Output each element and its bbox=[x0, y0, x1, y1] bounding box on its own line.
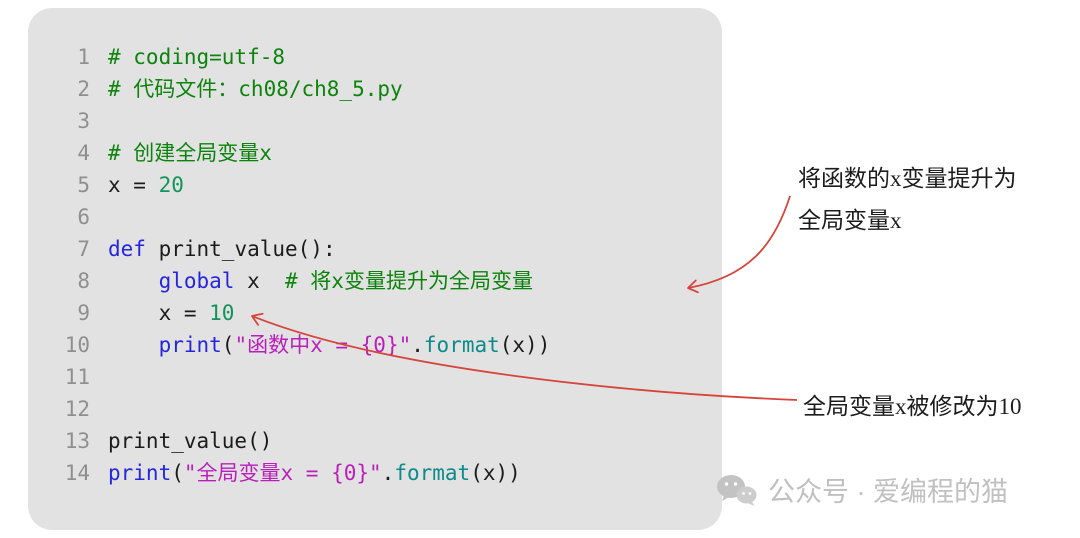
code-token-number: 20 bbox=[158, 173, 184, 197]
code-line: 1 # coding=utf-8 bbox=[46, 41, 712, 73]
wechat-icon bbox=[717, 474, 757, 506]
line-number: 3 bbox=[77, 109, 90, 133]
code-line: 9 x = 10 bbox=[46, 297, 712, 329]
code-token-method: format bbox=[394, 461, 471, 485]
code-line: 8 global x # 将x变量提升为全局变量 bbox=[46, 265, 712, 297]
code-token-plain: . bbox=[381, 461, 395, 485]
line-number: 1 bbox=[77, 45, 90, 69]
code-line: 3 bbox=[46, 105, 712, 137]
watermark: 公众号 · 爱编程的猫 bbox=[716, 470, 1008, 509]
watermark-label: 公众号 · 爱编程的猫 bbox=[768, 477, 1008, 507]
annotation-bottom: 全局变量x被修改为10 bbox=[803, 394, 1022, 419]
code-text: # 代码文件：ch08/ch8_5.py bbox=[108, 73, 403, 105]
code-text: print_value() bbox=[108, 425, 272, 457]
line-number: 14 bbox=[64, 461, 90, 485]
code-line: 2 # 代码文件：ch08/ch8_5.py bbox=[46, 73, 712, 105]
code-token-string: "全局变量x = {0}" bbox=[183, 461, 382, 485]
line-number: 12 bbox=[64, 397, 90, 421]
code-text: # 创建全局变量x bbox=[108, 137, 272, 169]
line-number: 5 bbox=[77, 173, 90, 197]
line-number: 8 bbox=[77, 269, 90, 293]
code-line: 7 def print_value(): bbox=[46, 233, 712, 265]
code-token-plain: (x)) bbox=[470, 461, 521, 485]
code-token-plain: print_value() bbox=[108, 429, 273, 453]
code-token-plain: . bbox=[411, 333, 424, 357]
code-lines: 1 # coding=utf-8 2 # 代码文件：ch08/ch8_5.py 3 4 # … bbox=[46, 41, 712, 489]
code-token-plain: (x)) bbox=[499, 333, 551, 357]
code-token-comment: # 将x变量提升为全局变量 bbox=[285, 269, 533, 293]
code-text: x = 20 bbox=[108, 169, 184, 201]
line-number: 11 bbox=[64, 365, 90, 389]
code-text: x = 10 bbox=[108, 297, 235, 329]
code-token-plain: print_value(): bbox=[145, 237, 336, 261]
code-text: print("全局变量x = {0}".format(x)) bbox=[108, 457, 521, 489]
code-line: 6 bbox=[46, 201, 712, 233]
line-number: 2 bbox=[77, 77, 90, 101]
code-text: print("函数中x = {0}".format(x)) bbox=[108, 329, 551, 361]
code-token-number: 10 bbox=[209, 301, 235, 325]
code-line: 12 bbox=[46, 393, 712, 425]
code-token-comment: # coding=utf-8 bbox=[108, 45, 286, 69]
code-token-keyword: print bbox=[158, 333, 222, 357]
line-number: 9 bbox=[77, 301, 90, 325]
annotation-top-line2: 全局变量x bbox=[798, 208, 902, 233]
code-token-plain bbox=[108, 269, 159, 293]
line-number: 10 bbox=[64, 333, 90, 357]
code-line: 14 print("全局变量x = {0}".format(x)) bbox=[46, 457, 712, 489]
line-number: 6 bbox=[77, 205, 90, 229]
code-token-plain: ( bbox=[221, 333, 235, 357]
code-line: 13 print_value() bbox=[46, 425, 712, 457]
annotation-top: 将函数的x变量提升为 全局变量x bbox=[798, 158, 1017, 242]
code-token-keyword: def bbox=[108, 237, 146, 261]
code-line: 11 bbox=[46, 361, 712, 393]
code-token-plain: x bbox=[234, 269, 286, 293]
code-token-keyword: global bbox=[158, 269, 235, 293]
code-token-keyword: print bbox=[108, 461, 172, 485]
code-token-comment: # 代码文件：ch08/ch8_5.py bbox=[108, 77, 403, 101]
line-number: 13 bbox=[64, 429, 90, 453]
line-number: 7 bbox=[77, 237, 90, 261]
code-text: # coding=utf-8 bbox=[108, 41, 285, 73]
annotation-top-line1: 将函数的x变量提升为 bbox=[798, 166, 1017, 191]
code-text: def print_value(): bbox=[108, 233, 336, 265]
code-token-plain: x = bbox=[108, 173, 159, 197]
code-token-method: format bbox=[423, 333, 500, 357]
code-text: global x # 将x变量提升为全局变量 bbox=[108, 265, 533, 297]
code-line: 5 x = 20 bbox=[46, 169, 712, 201]
code-token-plain: x = bbox=[108, 301, 210, 325]
code-token-comment: # 创建全局变量x bbox=[108, 141, 272, 165]
code-token-plain: ( bbox=[171, 461, 184, 485]
code-token-string: "函数中x = {0}" bbox=[234, 333, 412, 357]
code-token-plain bbox=[108, 333, 159, 357]
code-line: 4 # 创建全局变量x bbox=[46, 137, 712, 169]
code-panel: 1 # coding=utf-8 2 # 代码文件：ch08/ch8_5.py 3 4 # … bbox=[28, 8, 722, 530]
code-line: 10 print("函数中x = {0}".format(x)) bbox=[46, 329, 712, 361]
line-number: 4 bbox=[77, 141, 90, 165]
